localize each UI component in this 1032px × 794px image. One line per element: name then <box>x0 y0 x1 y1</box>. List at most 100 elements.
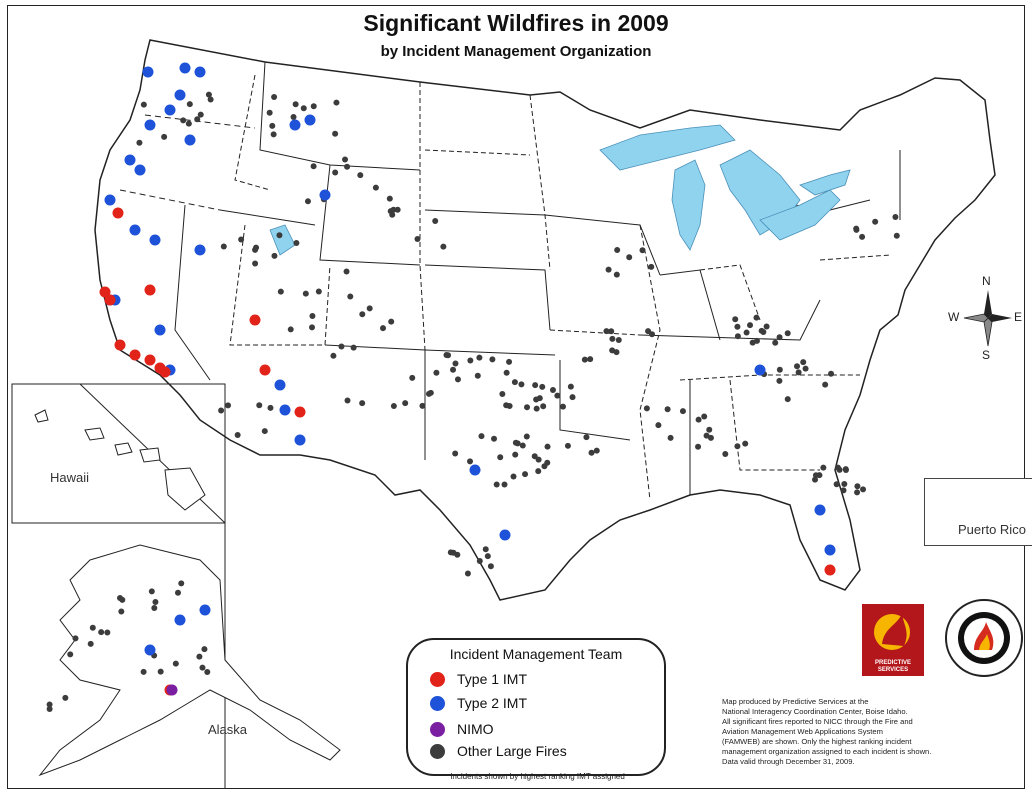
legend-item-type1: Type 1 IMT <box>430 668 527 690</box>
other-fire-dot <box>522 471 529 478</box>
type2-fire-dot <box>104 194 116 206</box>
other-fire-dot <box>464 570 471 577</box>
other-fire-dot <box>514 440 521 447</box>
other-fire-dot <box>402 400 409 407</box>
other-fire-dot <box>559 403 566 410</box>
other-fire-dot <box>419 402 426 409</box>
type1-fire-dot <box>114 339 126 351</box>
seal-icon <box>945 599 1023 677</box>
other-fire-dot <box>609 335 616 342</box>
other-fire-dot <box>359 400 366 407</box>
other-fire-dot <box>536 395 543 402</box>
compass-e: E <box>1014 310 1023 324</box>
other-fire-dot <box>89 624 96 631</box>
legend-label-type1: Type 1 IMT <box>457 671 528 687</box>
legend-item-type2: Type 2 IMT <box>430 692 527 714</box>
other-fire-dot <box>151 605 158 612</box>
credit-line: National Interagency Coordination Center… <box>722 707 908 716</box>
type2-fire-dot <box>174 614 186 626</box>
type2-fire-dot <box>194 66 206 78</box>
other-fire-dot <box>271 94 278 101</box>
other-fire-dot <box>544 443 551 450</box>
other-fire-dot <box>186 101 193 108</box>
hawaii-islands <box>34 409 206 511</box>
other-fire-dot <box>450 549 457 556</box>
other-fire-dot <box>270 131 277 138</box>
other-fire-dot <box>343 268 350 275</box>
other-fire-dot <box>523 433 530 440</box>
other-fire-dot <box>820 464 827 471</box>
type2-dot-icon <box>430 695 445 711</box>
type2-fire-dot <box>289 119 301 131</box>
other-fire-dot <box>569 394 576 401</box>
type2-fire-dot <box>304 114 316 126</box>
other-fire-dot <box>531 453 538 460</box>
other-fire-dot <box>776 366 783 373</box>
other-fire-dot <box>535 468 542 475</box>
other-fire-dot <box>608 328 615 335</box>
other-fire-dot <box>828 370 835 377</box>
other-fire-dot <box>234 431 241 438</box>
other-fire-dot <box>338 343 345 350</box>
other-dot-icon <box>430 743 445 759</box>
other-fire-dot <box>583 434 590 441</box>
other-fire-dot <box>776 334 783 341</box>
compass-s: S <box>982 348 991 362</box>
other-fire-dot <box>484 553 491 560</box>
other-fire-dot <box>330 352 337 359</box>
other-fire-dot <box>357 172 364 179</box>
other-fire-dot <box>253 244 260 251</box>
other-fire-dot <box>892 214 899 221</box>
other-fire-dot <box>519 442 526 449</box>
other-fire-dot <box>511 379 518 386</box>
other-fire-dot <box>822 381 829 388</box>
type2-fire-dot <box>814 504 826 516</box>
other-fire-dot <box>763 323 770 330</box>
other-fire-dot <box>267 404 274 411</box>
type2-fire-dot <box>149 234 161 246</box>
alaska-shape <box>38 544 341 777</box>
other-fire-dot <box>841 481 848 488</box>
other-fire-dot <box>148 588 155 595</box>
other-fire-dot <box>372 184 379 191</box>
other-fire-dot <box>742 440 749 447</box>
predictive-services-logo: PREDICTIVE SERVICES <box>862 604 924 676</box>
compass-star-icon <box>963 290 1012 347</box>
other-fire-dot <box>119 596 126 603</box>
type2-fire-dot <box>194 244 206 256</box>
other-fire-dot <box>388 318 395 325</box>
other-fire-dot <box>252 260 259 267</box>
other-fire-dot <box>332 169 339 176</box>
other-fire-dot <box>467 458 474 465</box>
other-fire-dot <box>753 314 760 321</box>
flame-logo-icon <box>874 614 910 650</box>
other-fire-dot <box>842 466 849 473</box>
other-fire-dot <box>812 472 819 479</box>
other-fire-dot <box>518 381 525 388</box>
other-fire-dot <box>614 247 621 254</box>
other-fire-dot <box>872 218 879 225</box>
type2-fire-dot <box>279 404 291 416</box>
type1-fire-dot <box>824 564 836 576</box>
other-fire-dot <box>567 383 574 390</box>
other-fire-dot <box>722 450 729 457</box>
other-fire-dot <box>603 328 610 335</box>
type2-fire-dot <box>469 464 481 476</box>
other-fire-dot <box>342 156 349 163</box>
other-fire-dot <box>178 580 185 587</box>
other-fire-dot <box>506 358 513 365</box>
other-fire-dot <box>859 233 866 240</box>
other-fire-dot <box>854 489 861 496</box>
other-fire-dot <box>136 139 143 146</box>
other-fire-dot <box>194 116 201 123</box>
legend-note: Incidents shown by highest ranking IMT a… <box>450 772 625 781</box>
other-fire-dot <box>655 422 662 429</box>
type1-fire-dot <box>129 349 141 361</box>
other-fire-dot <box>533 405 540 412</box>
other-fire-dot <box>269 122 276 129</box>
other-fire-dot <box>753 337 760 344</box>
other-fire-dot <box>152 598 159 605</box>
type2-fire-dot <box>142 66 154 78</box>
type2-fire-dot <box>144 119 156 131</box>
